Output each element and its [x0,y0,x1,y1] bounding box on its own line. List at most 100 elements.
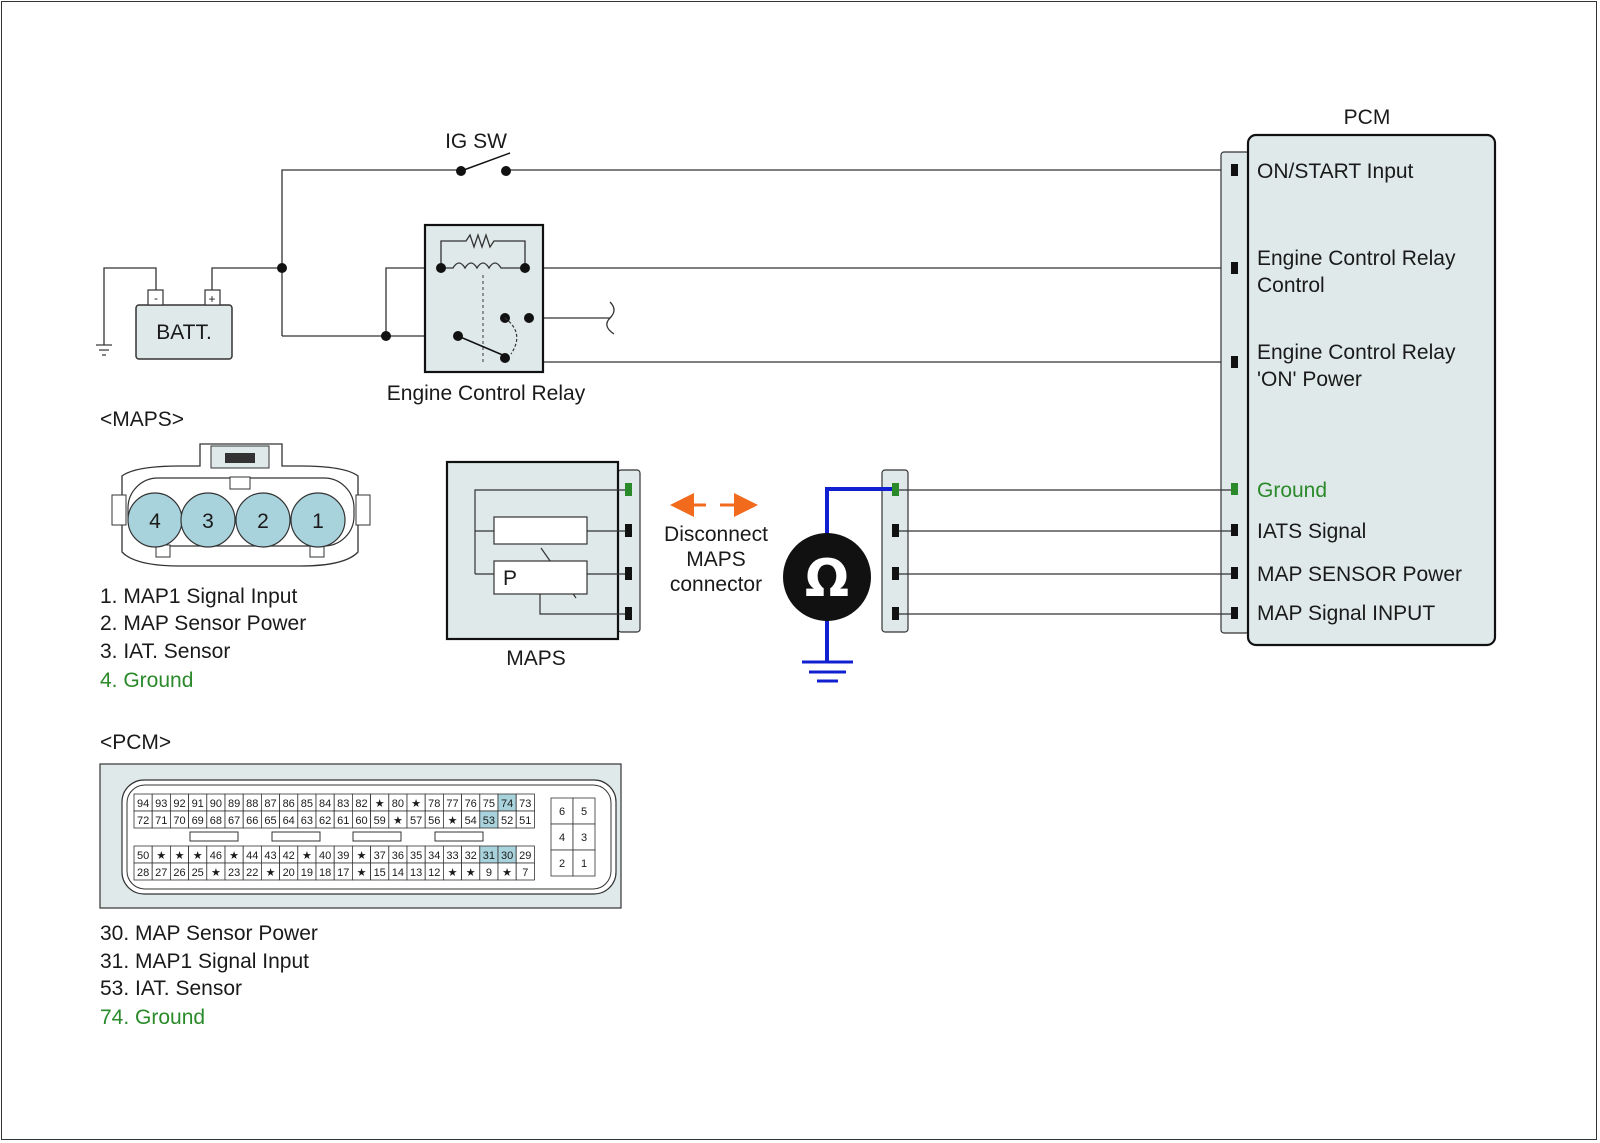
pcm-pin-number: 23 [228,867,240,879]
pcm-small-pin-number: 2 [559,858,565,870]
pcm-pin-number: 77 [446,798,458,810]
maps-sensor: P MAPS [445,460,641,670]
pcm-pin-number: 84 [319,798,331,810]
pcm-pin-number: 54 [465,815,477,827]
pcm-pin-number: 33 [446,850,458,862]
pcm-pin-number: 82 [355,798,367,810]
maps-legend-4: 4. Ground [100,669,193,692]
maps-header: <MAPS> [100,408,184,431]
pcm-pin-number: 14 [392,867,404,879]
pcm-pin-number: 9 [486,867,492,879]
pcm-pin-number: 15 [374,867,386,879]
pcm-pin-number: 29 [519,850,531,862]
pcm-pin-number: 46 [210,850,222,862]
ignition-switch: IG SW [445,130,511,176]
maps-pin-2: 2 [257,510,269,533]
pcm-pin-number: 63 [301,815,313,827]
pcm-pin-number: 44 [246,850,258,862]
ig-sw-label: IG SW [445,130,507,153]
pcm-pin-number: 31 [483,850,495,862]
pcm-small-pin-number: 1 [581,858,587,870]
pcm-pin-number: 39 [337,850,349,862]
pcm-pin-number: 88 [246,798,258,810]
pcm-pin-number: ★ [448,867,458,879]
pcm-pin-number: 87 [264,798,276,810]
maps-pin-4: 4 [149,510,161,533]
pcm-small-pin-number: 4 [559,832,565,844]
pcm-pin-number: ★ [448,815,458,827]
pcm-pin-number: 12 [428,867,440,879]
pcm-pin-number: ★ [393,815,403,827]
pcm-pin-number: 65 [264,815,276,827]
maps-legend-2: 2. MAP Sensor Power [100,612,306,635]
pcm-pin-number: ★ [375,798,385,810]
pcm-pin-number: 51 [519,815,531,827]
pcm-block: PCM ON/START Input Engine Control Relay … [1220,106,1497,647]
pcm-pin-ecr-on-1: Engine Control Relay [1257,341,1456,364]
pcm-pin-number: 26 [173,867,185,879]
pcm-pin-number: ★ [266,867,276,879]
pcm-pin-number: 32 [465,850,477,862]
pcm-pin-number: 64 [283,815,295,827]
pcm-pin-number: 70 [173,815,185,827]
pcm-small-pin-number: 6 [559,806,565,818]
pcm-header: <PCM> [100,731,171,754]
pcm-pin-number: ★ [302,850,312,862]
pcm-pin-number: 40 [319,850,331,862]
maps-box-label: MAPS [506,647,566,670]
pcm-pin-number: 74 [501,798,513,810]
pcm-pin-ecr-control-2: Control [1257,274,1325,297]
pcm-pin-number: 27 [155,867,167,879]
relay-label: Engine Control Relay [387,382,586,405]
battery: - + BATT. [96,267,282,360]
engine-control-relay: Engine Control Relay [387,223,586,405]
pcm-pin-number: 59 [374,815,386,827]
pcm-pin-number: ★ [502,867,512,879]
pcm-pin-number: 69 [192,815,204,827]
pcm-pin-number: 71 [155,815,167,827]
pcm-title: PCM [1344,106,1391,129]
pcm-pin-number: 83 [337,798,349,810]
pcm-pin-number: 30 [501,850,513,862]
pcm-pin-number: ★ [357,867,367,879]
pcm-pin-number: ★ [156,850,166,862]
pcm-pin-number: 75 [483,798,495,810]
pcm-small-pin-cell [572,849,596,877]
pcm-pin-number: 57 [410,815,422,827]
maps-pin-3: 3 [202,510,214,533]
pcm-legend-4: 74. Ground [100,1006,205,1029]
pcm-pin-number: 19 [301,867,313,879]
pcm-pin-ecr-control-1: Engine Control Relay [1257,247,1456,270]
pcm-pin-number: 35 [410,850,422,862]
pcm-pin-number: 61 [337,815,349,827]
pcm-pin-number: ★ [357,850,367,862]
battery-minus: - [154,291,158,305]
pcm-pin-on-start: ON/START Input [1257,160,1414,183]
pcm-pin-number: 80 [392,798,404,810]
pcm-pin-number: ★ [193,850,203,862]
harness-connector [881,469,1231,633]
pcm-pin-number: ★ [411,798,421,810]
pcm-pin-number: 60 [355,815,367,827]
pcm-pin-number: 53 [483,815,495,827]
pcm-pin-number: 62 [319,815,331,827]
pcm-pin-number: 56 [428,815,440,827]
disconnect-line-1: Disconnect [664,523,768,546]
pcm-pin-number: 37 [374,850,386,862]
pcm-pin-number: 67 [228,815,240,827]
pcm-pin-number: 85 [301,798,313,810]
pcm-pin-number: 22 [246,867,258,879]
pcm-pin-number: 78 [428,798,440,810]
pcm-pin-cell [515,862,535,881]
pcm-pin-number: 76 [465,798,477,810]
maps-legend-1: 1. MAP1 Signal Input [100,585,297,608]
pcm-pin-number: 17 [337,867,349,879]
pcm-pin-iats: IATS Signal [1257,520,1366,543]
maps-legend-3: 3. IAT. Sensor [100,640,230,663]
pcm-pin-number: 68 [210,815,222,827]
pcm-pin-number: 66 [246,815,258,827]
pcm-pin-map-signal: MAP Signal INPUT [1257,602,1435,625]
